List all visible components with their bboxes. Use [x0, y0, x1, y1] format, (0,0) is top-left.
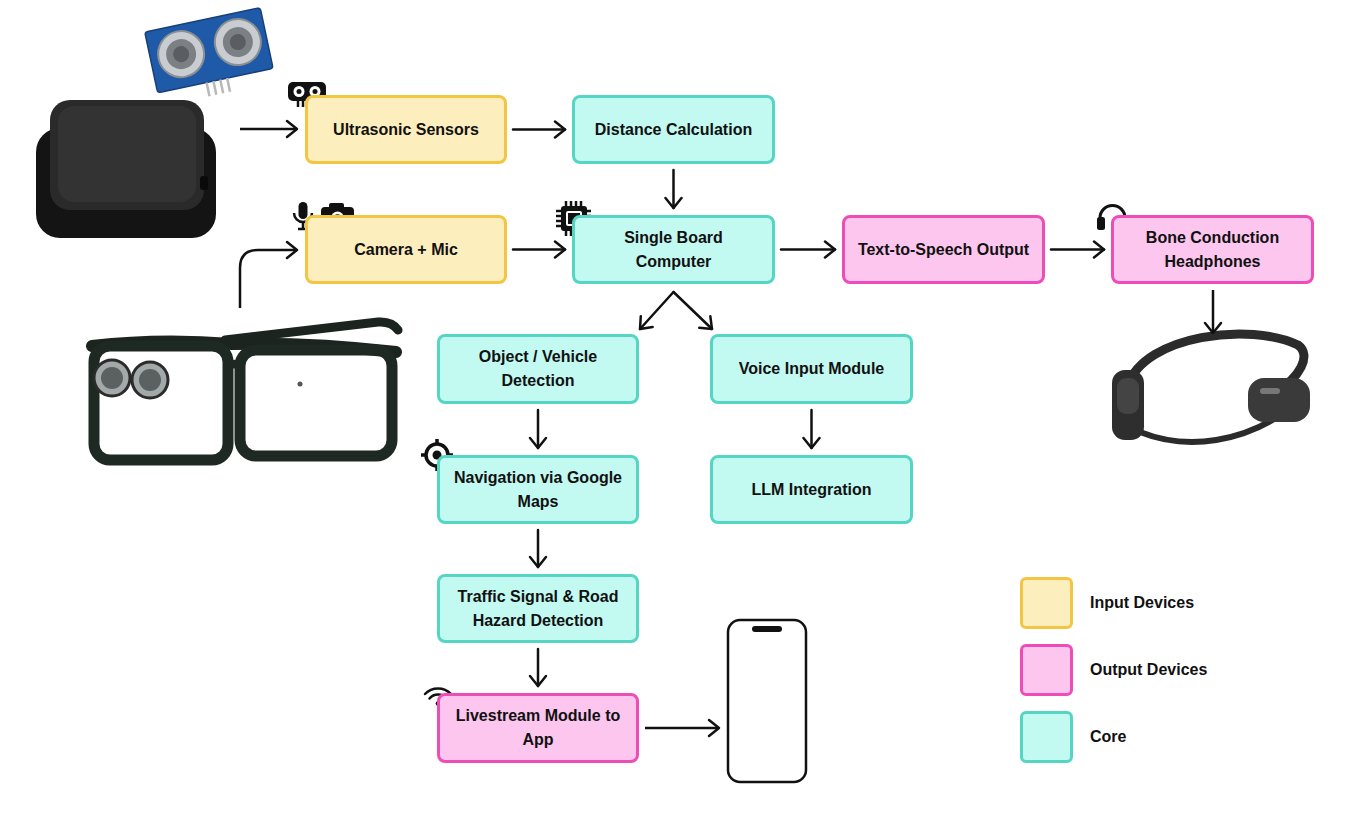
flow-arrow [513, 128, 565, 131]
node-label: Navigation via Google Maps [450, 466, 626, 514]
legend-label: Core [1090, 727, 1126, 747]
smart-glasses-part [94, 346, 228, 460]
smart-glasses [92, 322, 398, 460]
node-label: Single Board Computer [585, 226, 762, 274]
flow-arrow [513, 248, 565, 251]
sensor-module-part [211, 15, 266, 70]
bone-conduction-headphones-part [1117, 378, 1139, 414]
flow-arrow [674, 292, 713, 329]
node-label: LLM Integration [752, 478, 872, 502]
output-box: Text-to-Speech Output [842, 215, 1045, 284]
core-box: Object / Vehicle Detection [437, 334, 639, 404]
sensor-module-part [228, 33, 247, 52]
flow-arrow [640, 292, 674, 329]
wearable-device-part [50, 100, 204, 210]
smart-glasses-part [101, 367, 123, 389]
smartphone-part [752, 626, 782, 632]
bone-conduction-headphones [1112, 334, 1310, 442]
sensor-icon-part [297, 89, 302, 94]
sensor-module-part [207, 78, 230, 96]
headphones-icon-part [1097, 217, 1105, 230]
core-box: Single Board Computer [572, 215, 775, 284]
bone-conduction-headphones-part [1260, 388, 1280, 394]
wearable-device [36, 100, 216, 238]
node-label: Camera + Mic [354, 238, 458, 262]
bone-conduction-headphones-part [1248, 378, 1310, 422]
node-label: Voice Input Module [739, 357, 884, 381]
legend-label: Output Devices [1090, 660, 1207, 680]
output-box: Livestream Module to App [437, 693, 639, 763]
smart-glasses-part [132, 362, 168, 398]
node-label: Livestream Module to App [450, 704, 626, 752]
node-label: Distance Calculation [595, 118, 752, 142]
smart-glasses-part [225, 322, 398, 340]
device-arrow-part [1212, 290, 1215, 333]
smart-glasses-part [139, 369, 161, 391]
device-arrow-part [240, 128, 297, 131]
sensor-icon-part [294, 86, 305, 97]
legend-label: Input Devices [1090, 593, 1194, 613]
smartphone [728, 620, 806, 782]
legend-swatch [1020, 711, 1073, 763]
smartphone-part [728, 620, 806, 782]
flow-arrow [810, 410, 813, 448]
input-box: Camera + Mic [305, 215, 507, 284]
core-box: Voice Input Module [710, 334, 913, 404]
wearable-device-part [58, 106, 196, 202]
sensor-module-part [145, 8, 273, 93]
smart-glasses-part [240, 350, 392, 456]
bone-conduction-headphones-part [1112, 370, 1144, 440]
node-label: Ultrasonic Sensors [333, 118, 479, 142]
output-box: Bone Conduction Headphones [1111, 215, 1314, 284]
core-box: Navigation via Google Maps [437, 455, 639, 524]
legend-swatch [1020, 644, 1073, 696]
node-label: Traffic Signal & Road Hazard Detection [450, 585, 626, 633]
flow-arrow [1051, 248, 1104, 251]
flow-arrow [537, 649, 540, 686]
flow-arrow [781, 248, 835, 251]
device-arrow-part [240, 250, 297, 308]
sensor-module-part [220, 24, 256, 60]
sensor-module [145, 8, 276, 107]
sensor-module-part [154, 27, 209, 82]
sensor-module-part [163, 36, 199, 72]
core-box: Traffic Signal & Road Hazard Detection [437, 574, 639, 643]
input-box: Ultrasonic Sensors [305, 95, 507, 164]
smart-glasses-part [298, 382, 303, 387]
sensor-icon-part [313, 89, 318, 94]
node-label: Object / Vehicle Detection [450, 345, 626, 393]
node-label: Bone Conduction Headphones [1124, 226, 1301, 274]
legend-swatch [1020, 577, 1073, 629]
core-box: LLM Integration [710, 455, 913, 524]
mic-icon-part [299, 202, 308, 219]
core-box: Distance Calculation [572, 95, 775, 164]
wearable-device-part [200, 176, 208, 190]
flow-arrow [537, 410, 540, 448]
sensor-module-part [172, 45, 191, 64]
node-label: Text-to-Speech Output [858, 238, 1029, 262]
smart-glasses-part [94, 360, 130, 396]
smart-glasses-part [226, 364, 242, 368]
device-arrow [240, 129, 1213, 728]
flow-arrow [537, 530, 540, 567]
flow-arrow [672, 170, 675, 208]
device-arrow-part [645, 727, 719, 730]
